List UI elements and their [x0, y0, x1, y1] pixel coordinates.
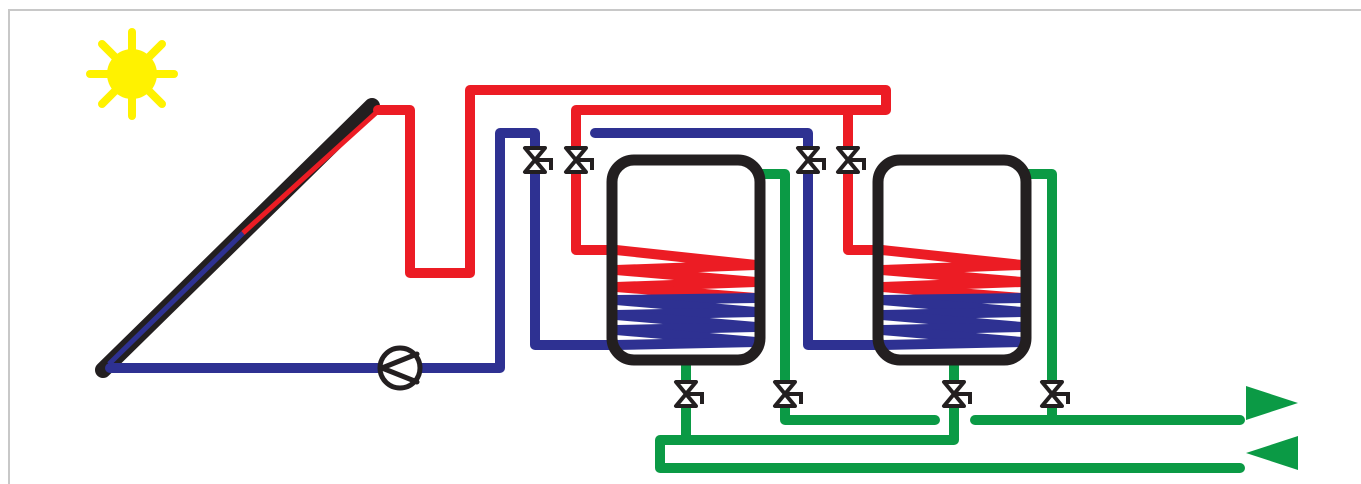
valve-icon [564, 146, 594, 174]
storage-tank-2 [872, 154, 1032, 366]
tank-2-coil [877, 245, 1027, 350]
valve-icon [836, 146, 866, 174]
frame-border [8, 9, 1361, 484]
valve-icon [773, 380, 803, 408]
valve-icon [523, 146, 553, 174]
outlet-arrow-icon [1246, 386, 1298, 420]
valve-icon [674, 380, 704, 408]
valve-icon [1040, 380, 1070, 408]
pump-icon [377, 345, 423, 391]
solar-collector [95, 98, 380, 378]
cold-return-pipes [105, 128, 887, 373]
tank-1-coil [611, 245, 761, 350]
valve-group [523, 146, 1070, 408]
water-pipes [655, 169, 1245, 473]
hot-supply-pipes [373, 85, 891, 278]
sun-icon [86, 28, 178, 120]
valve-icon [796, 146, 826, 174]
storage-tank-1 [606, 154, 766, 366]
valve-icon [942, 380, 972, 408]
inlet-arrow-icon [1246, 436, 1298, 470]
